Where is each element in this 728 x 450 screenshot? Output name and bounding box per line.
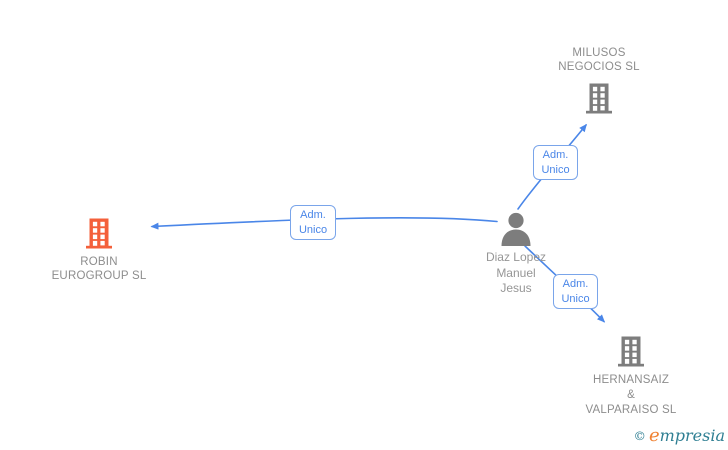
company-name-line: NEGOCIOS SL [558,61,640,73]
building-icon [86,218,112,249]
person-label: Diaz Lopez Manuel Jesus [486,250,546,297]
company-name-line: EUROGROUP SL [51,270,147,282]
copyright-symbol: © [633,428,646,443]
relation-label-line: Adm. [300,209,326,221]
company-node-robin[interactable]: ROBIN EUROGROUP SL [37,218,161,283]
relation-label-line: Unico [561,292,590,305]
arrow-person-to-robin [150,217,498,230]
company-node-milusos[interactable]: MILUSOS NEGOCIOS SL [535,46,663,114]
person-name-line: Diaz Lopez [485,250,547,264]
person-name-line: Manuel [496,265,536,280]
company-node-hernansaiz[interactable]: HERNANSAIZ & VALPARAISO SL [569,336,693,418]
company-name-line: HERNANSAIZ [592,374,670,386]
empresia-watermark: ©empresia [633,425,725,446]
relation-label-line: Adm. [542,149,569,161]
company-label: HERNANSAIZ & VALPARAISO SL [585,373,676,418]
relation-label-line: Unico [541,163,570,176]
company-name-line: & [627,389,635,401]
company-label: MILUSOS NEGOCIOS SL [558,46,639,74]
company-name-line: ROBIN [80,256,118,268]
company-name-line: MILUSOS [572,47,626,59]
relation-label-person-to-robin[interactable]: Adm. Unico [290,205,336,240]
building-icon [586,83,612,114]
company-label: ROBIN EUROGROUP SL [52,255,147,283]
relation-label-person-to-hernansaiz[interactable]: Adm. Unico [553,274,598,309]
building-icon [618,336,644,367]
relation-label-line: Unico [298,223,328,236]
person-icon [501,212,531,246]
person-node[interactable]: Diaz Lopez Manuel Jesus [456,212,576,297]
company-name-line: VALPARAISO SL [585,404,677,416]
person-name-line: Jesus [500,281,532,295]
brand-name: mpresia [659,426,725,445]
brand-initial: e [648,425,660,446]
relation-label-person-to-milusos[interactable]: Adm. Unico [533,145,578,180]
relation-label-line: Adm. [562,278,589,290]
